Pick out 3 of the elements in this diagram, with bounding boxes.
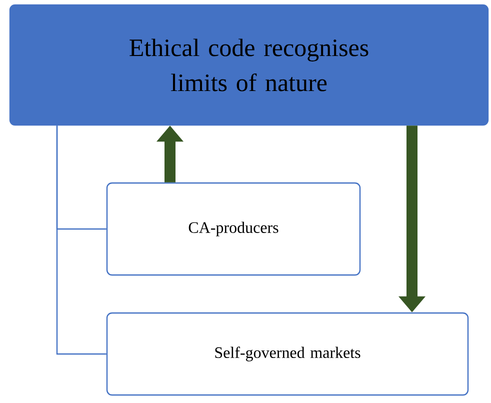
header-box: Ethical code recognises limits of nature — [9, 4, 489, 126]
process-box: CA-producers — [106, 182, 361, 276]
process-box: Self-governed markets — [106, 312, 469, 396]
